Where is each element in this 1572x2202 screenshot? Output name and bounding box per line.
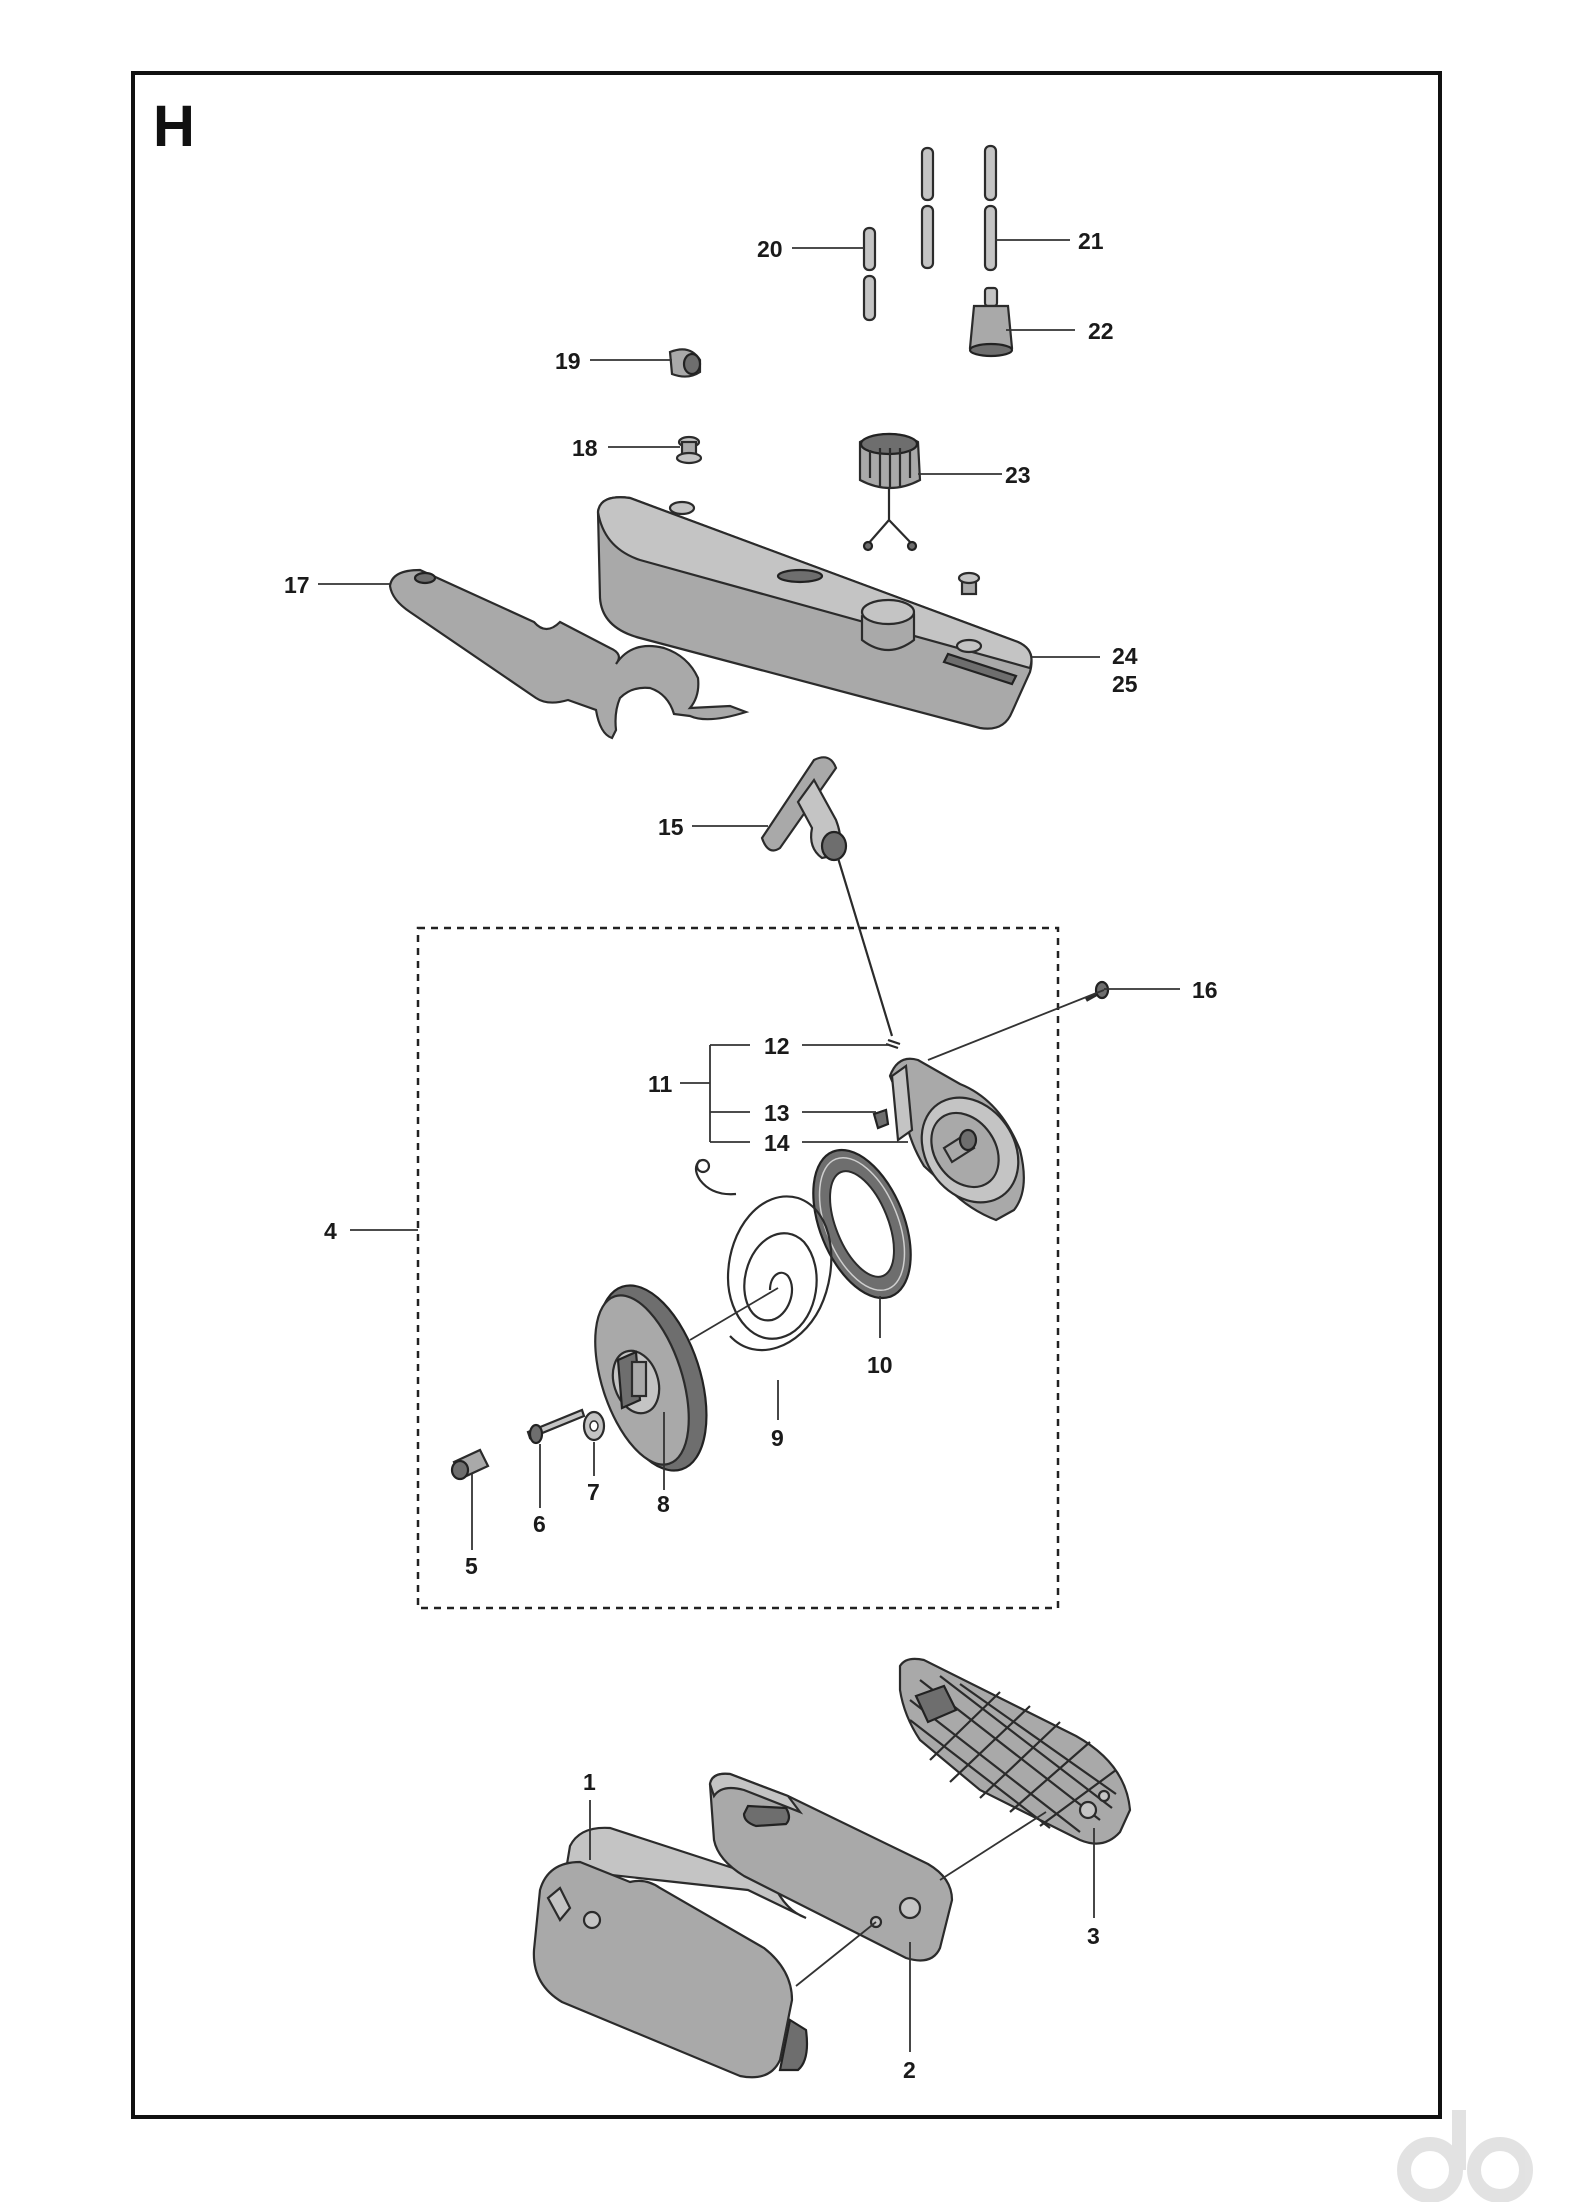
callout-9: 9 [771, 1425, 784, 1451]
callout-14: 14 [764, 1130, 790, 1156]
callout-21: 21 [1078, 228, 1104, 254]
part-24-fuel-tank [596, 496, 1033, 730]
part-17-handle [388, 568, 750, 740]
callout-20: 20 [757, 236, 783, 262]
callout-12: 12 [764, 1033, 790, 1059]
callout-5: 5 [465, 1553, 478, 1579]
part-6-screw [526, 1408, 586, 1445]
section-label: H [153, 94, 195, 159]
part-2-plate [708, 1772, 954, 1962]
part-22-cap [968, 286, 1014, 358]
callout-24: 24 [1112, 643, 1138, 669]
part-19-plug [668, 348, 702, 378]
part-12-spring [885, 1038, 901, 1050]
part-5-nut [450, 1448, 490, 1481]
callout-2: 2 [903, 2057, 916, 2083]
callout-7: 7 [587, 1479, 600, 1505]
part-23-filter-cap [858, 432, 922, 552]
part-20-pins [862, 226, 877, 322]
callout-23: 23 [1005, 462, 1031, 488]
part-10-recoil-spring [812, 1148, 912, 1300]
part-7-washer [582, 1410, 606, 1442]
part-16-screw [1085, 980, 1110, 1002]
part-11-starter-housing [888, 1057, 1025, 1222]
part-13-pawl [872, 1108, 890, 1130]
starter-assembly-box [416, 926, 1060, 1610]
part-8-pulley [594, 1284, 708, 1472]
callout-15: 15 [658, 814, 684, 840]
callout-1: 1 [583, 1769, 596, 1795]
callout-13: 13 [764, 1100, 790, 1126]
diagram-frame [131, 71, 1442, 2119]
watermark-logo [1397, 2110, 1533, 2202]
part-18-grommet [675, 435, 703, 465]
callout-3: 3 [1087, 1923, 1100, 1949]
callout-11: 11 [648, 1071, 673, 1097]
callout-16: 16 [1192, 977, 1218, 1003]
callout-25: 25 [1112, 671, 1138, 697]
callout-6: 6 [533, 1511, 546, 1537]
callout-22: 22 [1088, 318, 1114, 344]
callout-17: 17 [284, 572, 310, 598]
part-9-spiral-spring [694, 1158, 833, 1352]
callout-8: 8 [657, 1491, 670, 1517]
leader-lines [318, 239, 1180, 2052]
part-3-filter [898, 1657, 1132, 1845]
callout-4: 4 [324, 1218, 337, 1244]
part-1-cover [532, 1826, 809, 2079]
callout-10: 10 [867, 1352, 893, 1378]
callout-19: 19 [555, 348, 581, 374]
part-21-pins [920, 144, 998, 272]
callout-18: 18 [572, 435, 598, 461]
part-15-starter-handle [760, 756, 848, 862]
